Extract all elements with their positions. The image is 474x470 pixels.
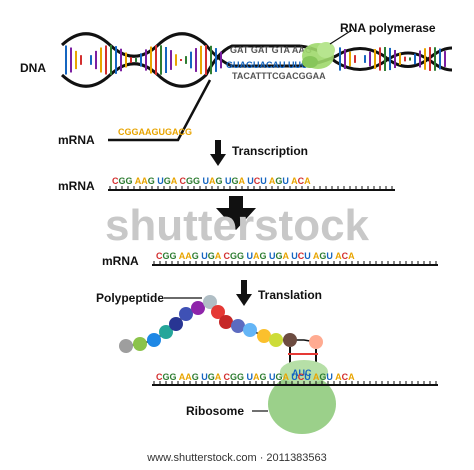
translation-arrow bbox=[236, 280, 252, 306]
watermark-text: shutterstock bbox=[105, 201, 370, 250]
mrna-sequence-2: CGG AAG UGA CGG UAG UGA UCU AGU ACA bbox=[112, 176, 311, 186]
amino-acid-bead bbox=[147, 333, 161, 347]
amino-acid-bead bbox=[179, 307, 193, 321]
amino-acid-bead bbox=[309, 335, 323, 349]
mrna-label-3: mRNA bbox=[102, 254, 139, 268]
mrna-sequence-3: CGG AAG UGA CGG UAG UGA UCU AGU ACA bbox=[156, 251, 355, 261]
polypeptide-chain bbox=[119, 295, 323, 353]
translation-label: Translation bbox=[258, 288, 322, 302]
dna-top-sequence: GAT GAT GTA AAG bbox=[230, 45, 312, 55]
unwound-rna-sequence: GUAGUACAU UUC bbox=[226, 60, 308, 70]
rna-polymerase-leader bbox=[329, 29, 353, 45]
amino-acid-bead bbox=[283, 333, 297, 347]
mrna-strand-2 bbox=[108, 186, 395, 191]
rna-polymerase bbox=[302, 42, 335, 69]
trna-anticodon: AUC bbox=[292, 368, 312, 378]
amino-acid-bead bbox=[231, 319, 245, 333]
amino-acid-bead bbox=[269, 333, 283, 347]
ribosome-small-subunit bbox=[280, 360, 328, 384]
amino-acid-bead bbox=[219, 315, 233, 329]
mrna-emerging-strand bbox=[108, 79, 212, 142]
footer-bar bbox=[0, 446, 474, 470]
transcription-arrow bbox=[210, 140, 226, 166]
amino-acid-bead bbox=[133, 337, 147, 351]
dna-bottom-sequence: TACATTTCGACGGAA bbox=[232, 71, 326, 81]
amino-acid-bead bbox=[243, 323, 257, 337]
amino-acid-bead bbox=[191, 301, 205, 315]
mrna-strand-4 bbox=[152, 381, 438, 386]
dna-label: DNA bbox=[20, 61, 46, 75]
mrna-strand-3 bbox=[152, 261, 438, 266]
mrna-label-1: mRNA bbox=[58, 133, 95, 147]
mrna-label-2: mRNA bbox=[58, 179, 95, 193]
ribosome-body bbox=[268, 374, 336, 434]
mrna-emerging-sequence: CGGAAGUGACG bbox=[118, 127, 192, 137]
rna-polymerase-label: RNA polymerase bbox=[340, 21, 436, 35]
transcription-label: Transcription bbox=[232, 144, 308, 158]
amino-acid-bead bbox=[119, 339, 133, 353]
ribosome-label: Ribosome bbox=[186, 404, 244, 418]
amino-acid-bead bbox=[211, 305, 225, 319]
polypeptide-label: Polypeptide bbox=[96, 291, 164, 305]
big-down-arrow bbox=[216, 196, 256, 230]
amino-acid-bead bbox=[257, 329, 271, 343]
watermark-footer: www.shutterstock.com · 2011383563 bbox=[147, 452, 327, 464]
dna-base-pairs bbox=[65, 45, 446, 75]
amino-acid-bead bbox=[169, 317, 183, 331]
mrna-sequence-4: CGG AAG UGA CGG UAG UGA UCU AGU ACA bbox=[156, 372, 355, 382]
amino-acid-bead bbox=[203, 295, 217, 309]
amino-acid-bead bbox=[159, 325, 173, 339]
